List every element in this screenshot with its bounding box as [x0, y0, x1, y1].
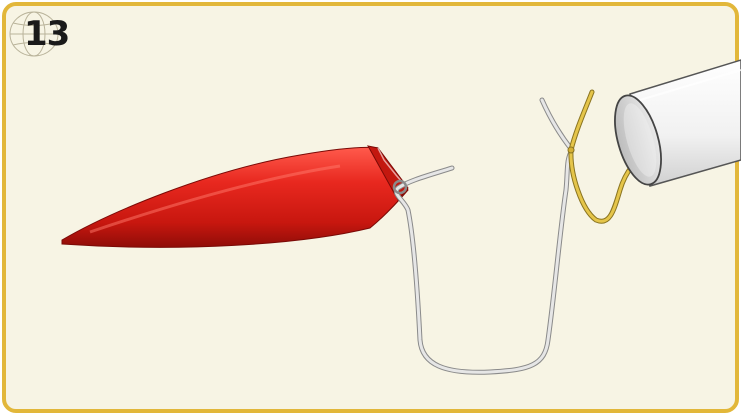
nose-cone	[62, 146, 408, 247]
shock-cord	[394, 100, 572, 372]
